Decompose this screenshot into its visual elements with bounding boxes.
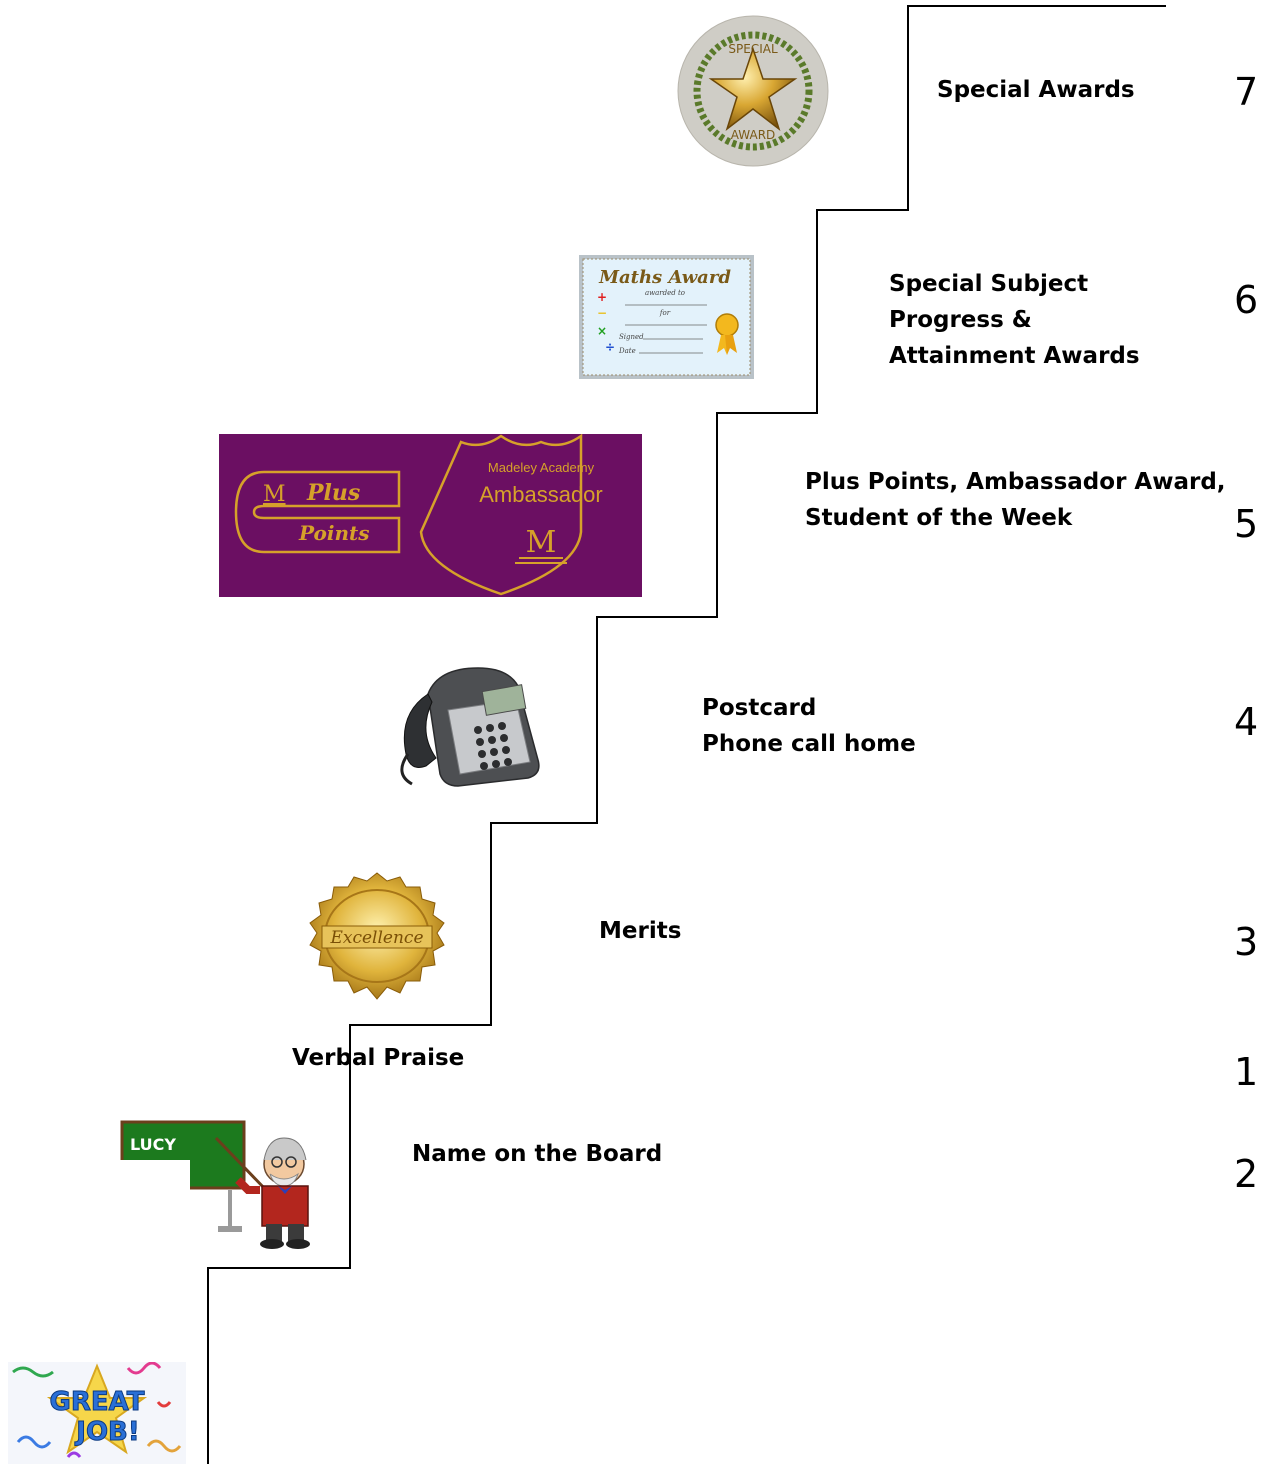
step-7-number: 7 (1234, 70, 1259, 114)
step-3-label: Merits (599, 918, 682, 944)
step-4-number: 4 (1234, 700, 1259, 744)
svg-text:−: − (597, 306, 607, 320)
gold-seal-image: Excellence (292, 868, 462, 1004)
ambassador-title: Ambassador (479, 482, 603, 507)
great-job-image: GREAT JOB! (8, 1361, 186, 1464)
great-job-line1: GREAT (50, 1387, 145, 1417)
step-5-label: Plus Points, Ambassador Award, Student o… (805, 469, 1226, 531)
step-7-label: Special Awards (937, 77, 1135, 103)
step-1-label: Verbal Praise (292, 1045, 465, 1071)
step-6-number: 6 (1234, 278, 1259, 322)
cert-awarded: awarded to (645, 289, 685, 297)
plus-points-ambassador-banner: M Plus Points Madeley Academy Ambassador… (219, 434, 642, 597)
medal-bottom-text: AWARD (731, 128, 776, 142)
maths-award-certificate: Maths Award awarded to for Signed Date +… (579, 255, 754, 379)
step-3-number: 3 (1234, 920, 1259, 964)
teacher-board-image: LUCY (120, 1120, 330, 1250)
step-2-label: Name on the Board (412, 1141, 663, 1167)
step-2-number: 2 (1234, 1152, 1259, 1196)
cert-for: for (659, 309, 671, 317)
cert-signed: Signed (619, 333, 644, 341)
desk-phone-image (388, 664, 556, 788)
svg-text:+: + (597, 290, 607, 304)
plus-points-m: M (263, 482, 286, 507)
cert-date: Date (618, 347, 636, 355)
plus-label: Plus (306, 480, 360, 506)
step-1-number: 1 (1234, 1050, 1259, 1094)
seal-text: Excellence (329, 928, 423, 948)
step-5-number: 5 (1234, 502, 1259, 546)
board-name: LUCY (130, 1135, 176, 1154)
svg-text:÷: ÷ (605, 340, 615, 354)
step-4-label: Postcard Phone call home (702, 695, 916, 757)
svg-text:×: × (597, 324, 607, 338)
points-label: Points (298, 521, 369, 545)
great-job-line2: JOB! (74, 1417, 139, 1447)
special-award-medal: SPECIAL AWARD (677, 15, 829, 167)
cert-title: Maths Award (598, 267, 731, 288)
step-6-label: Special Subject Progress & Attainment Aw… (889, 271, 1140, 369)
ambassador-school: Madeley Academy (488, 460, 595, 475)
ambassador-m: M (526, 525, 557, 560)
